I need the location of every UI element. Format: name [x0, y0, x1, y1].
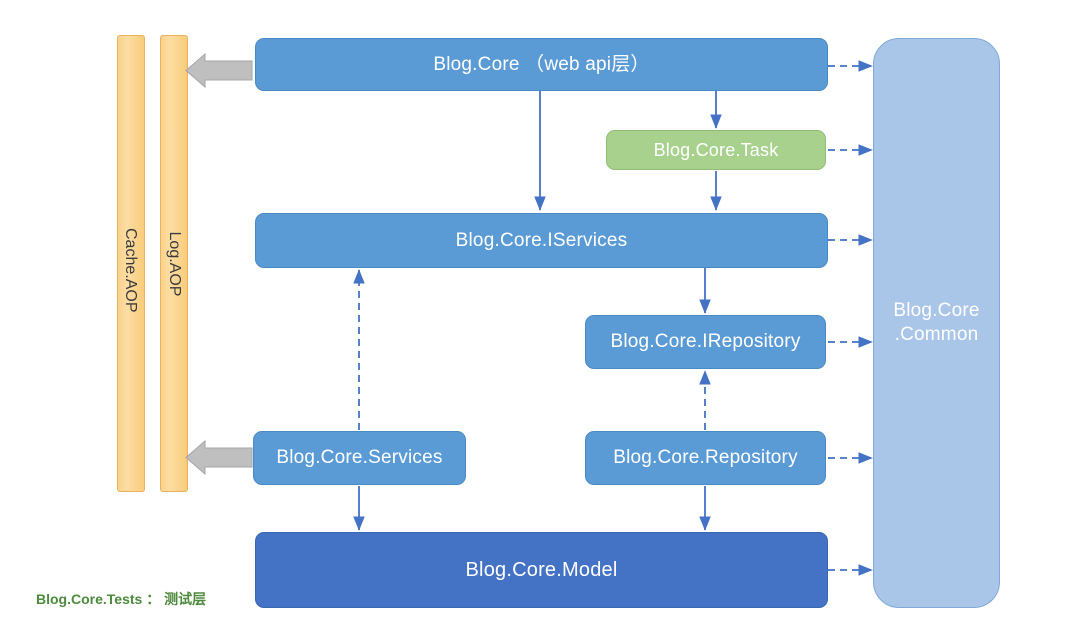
node-blog-core-services[interactable]: Blog.Core.Services	[253, 431, 466, 485]
node-blog-core-model[interactable]: Blog.Core.Model	[255, 532, 828, 608]
node-blog-core-iservices[interactable]: Blog.Core.IServices	[255, 213, 828, 268]
aop-bar-log	[160, 35, 188, 492]
common-label-line1: Blog.Core	[893, 300, 980, 322]
node-blog-core-irepository[interactable]: Blog.Core.IRepository	[585, 315, 826, 369]
common-label-line2: .Common	[894, 324, 979, 345]
node-blog-core-repository[interactable]: Blog.Core.Repository	[585, 431, 826, 485]
legend: Blog.Core.Tests ： 测试层 Blog.Core.Frame： 模…	[36, 546, 209, 630]
gray-arrow-services-to-aop	[185, 439, 253, 476]
gray-arrow-webapi-to-aop	[185, 52, 253, 89]
node-blog-core-task[interactable]: Blog.Core.Task	[606, 130, 826, 170]
aop-bar-cache	[117, 35, 145, 492]
node-blog-core-common[interactable]: Blog.Core .Common	[873, 38, 1000, 608]
node-blog-core-web-api[interactable]: Blog.Core （web api层）	[255, 38, 828, 91]
legend-line-tests: Blog.Core.Tests ： 测试层	[36, 591, 207, 608]
